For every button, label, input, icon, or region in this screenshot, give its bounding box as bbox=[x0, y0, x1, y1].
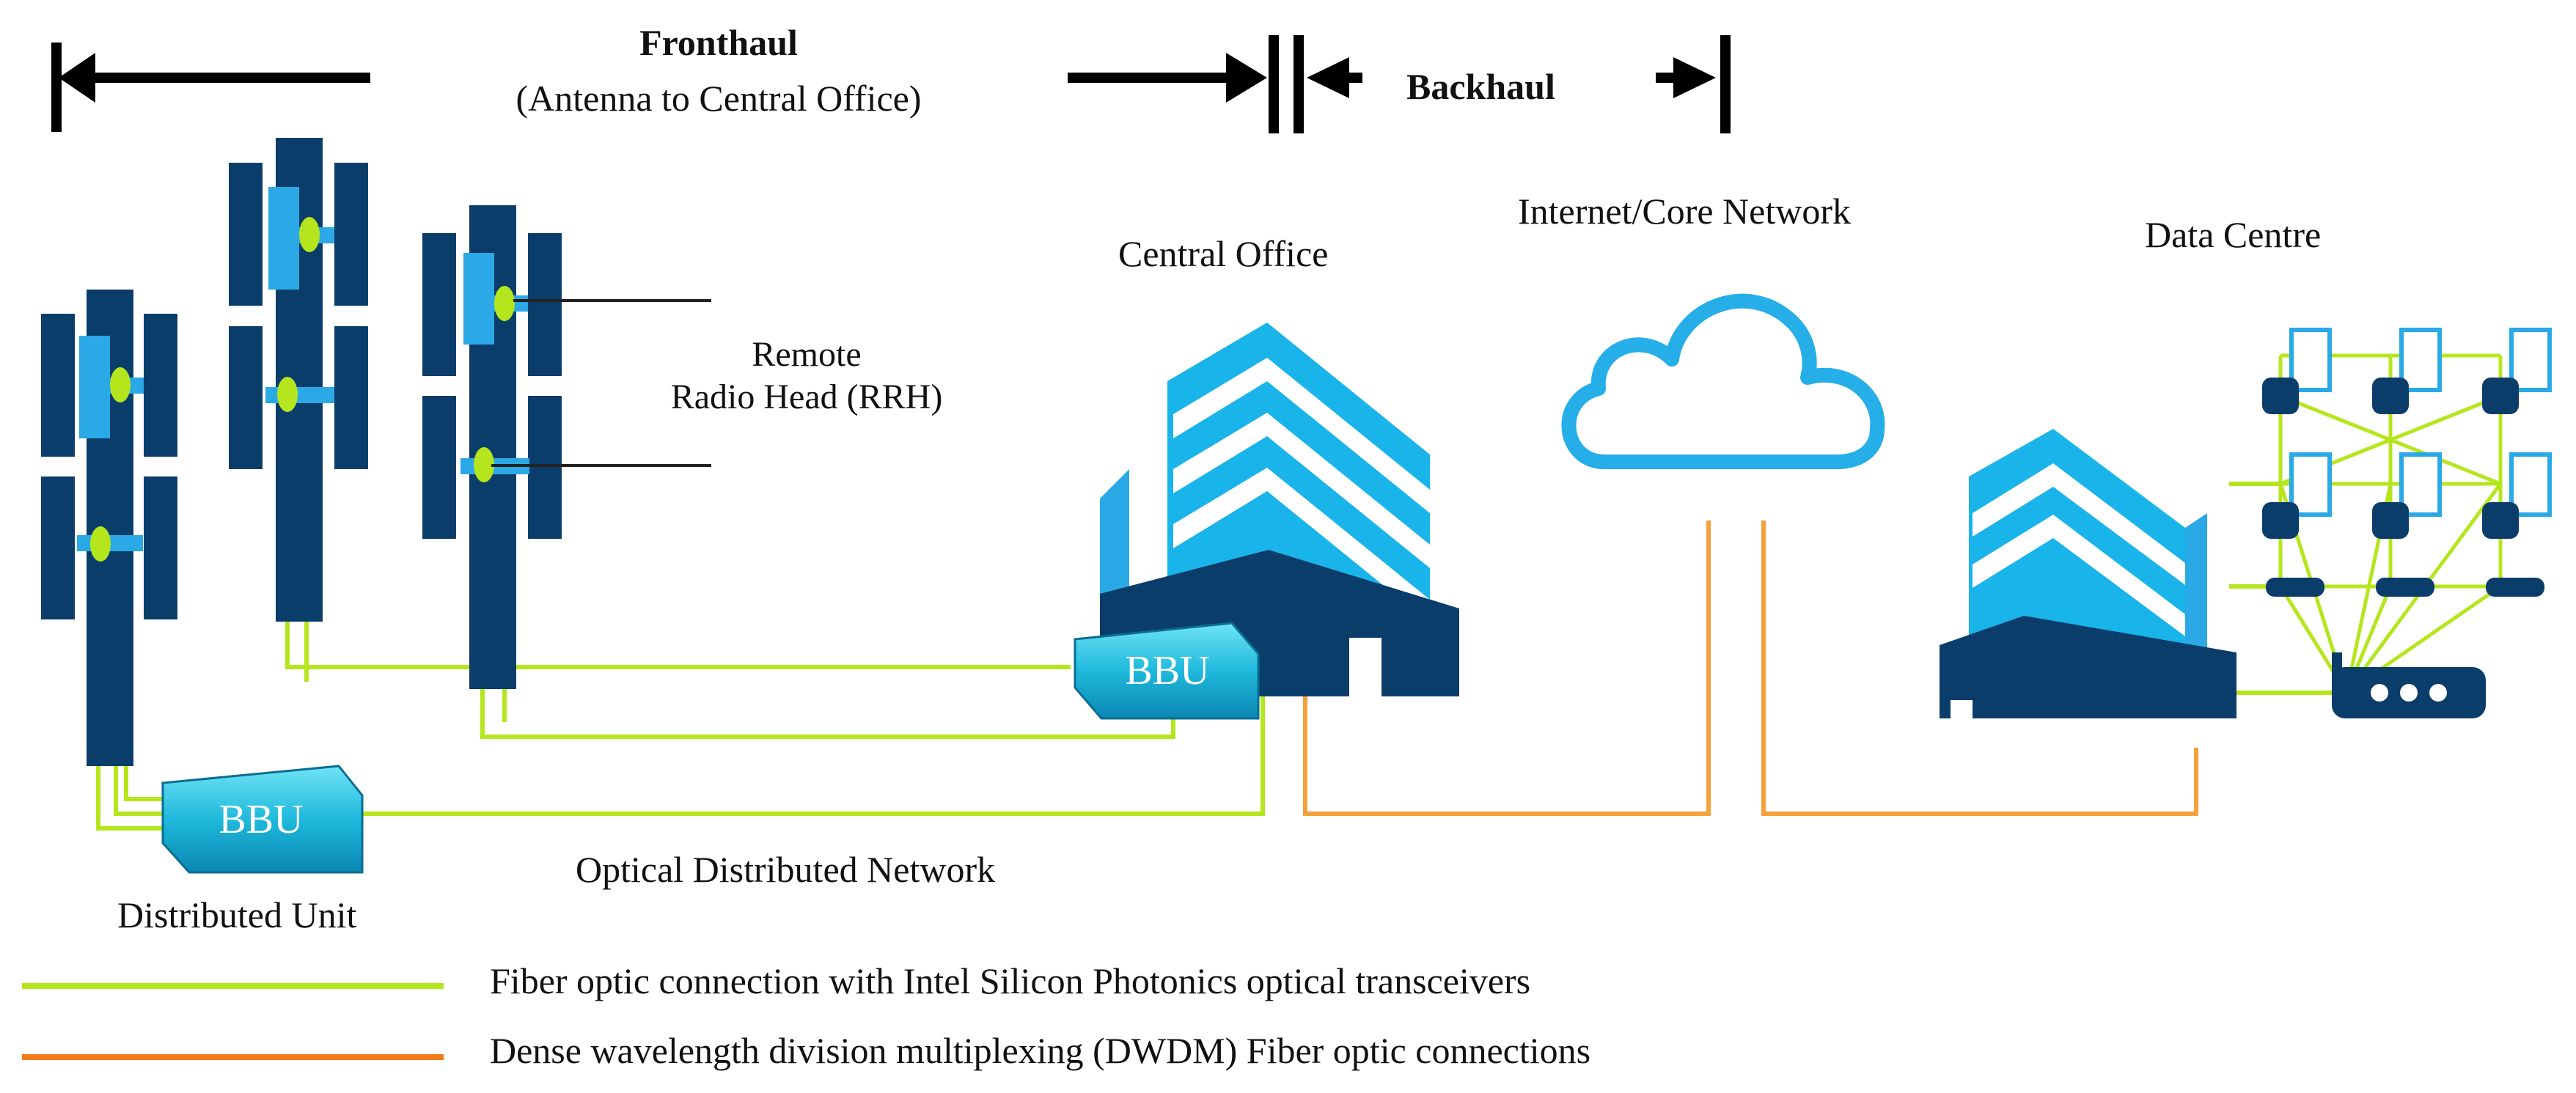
internet-core-label: Internet/Core Network bbox=[1518, 191, 1852, 232]
legend-item-green: Fiber optic connection with Intel Silico… bbox=[490, 960, 1531, 1001]
fronthaul-arrow bbox=[51, 35, 1279, 133]
legend-item-orange: Dense wavelength division multiplexing (… bbox=[490, 1030, 1591, 1071]
fronthaul-subtitle: (Antenna to Central Office) bbox=[515, 78, 922, 119]
bbu-central-label: BBU bbox=[1125, 648, 1210, 693]
rrh-label: Remote Radio Head (RRH) bbox=[670, 335, 943, 416]
bbu-distributed bbox=[161, 765, 364, 874]
rrh-pointers bbox=[491, 299, 711, 467]
data-centre-building bbox=[1940, 429, 2236, 718]
router-icon bbox=[2332, 652, 2486, 718]
optical-distributed-network-label: Optical Distributed Network bbox=[576, 849, 996, 890]
antenna-tower-1 bbox=[41, 290, 177, 766]
data-centre-label: Data Centre bbox=[2145, 214, 2322, 255]
data-centre-network bbox=[2262, 328, 2552, 718]
fronthaul-title: Fronthaul bbox=[639, 22, 798, 63]
backhaul-arrow bbox=[1293, 35, 1731, 133]
antenna-tower-2 bbox=[229, 138, 368, 622]
switch-icon bbox=[2266, 578, 2544, 597]
antenna-tower-3 bbox=[422, 205, 562, 689]
backhaul-title: Backhaul bbox=[1406, 66, 1555, 107]
dwdm-fibers bbox=[1303, 520, 2198, 816]
bbu-central bbox=[1074, 622, 1260, 720]
central-office-label: Central Office bbox=[1118, 233, 1329, 274]
cloud-icon bbox=[1561, 293, 1885, 469]
distributed-unit-label: Distributed Unit bbox=[117, 894, 357, 935]
bbu-distributed-label: BBU bbox=[219, 797, 304, 842]
database-icon bbox=[2262, 378, 2519, 539]
server-icon bbox=[2289, 328, 2552, 517]
